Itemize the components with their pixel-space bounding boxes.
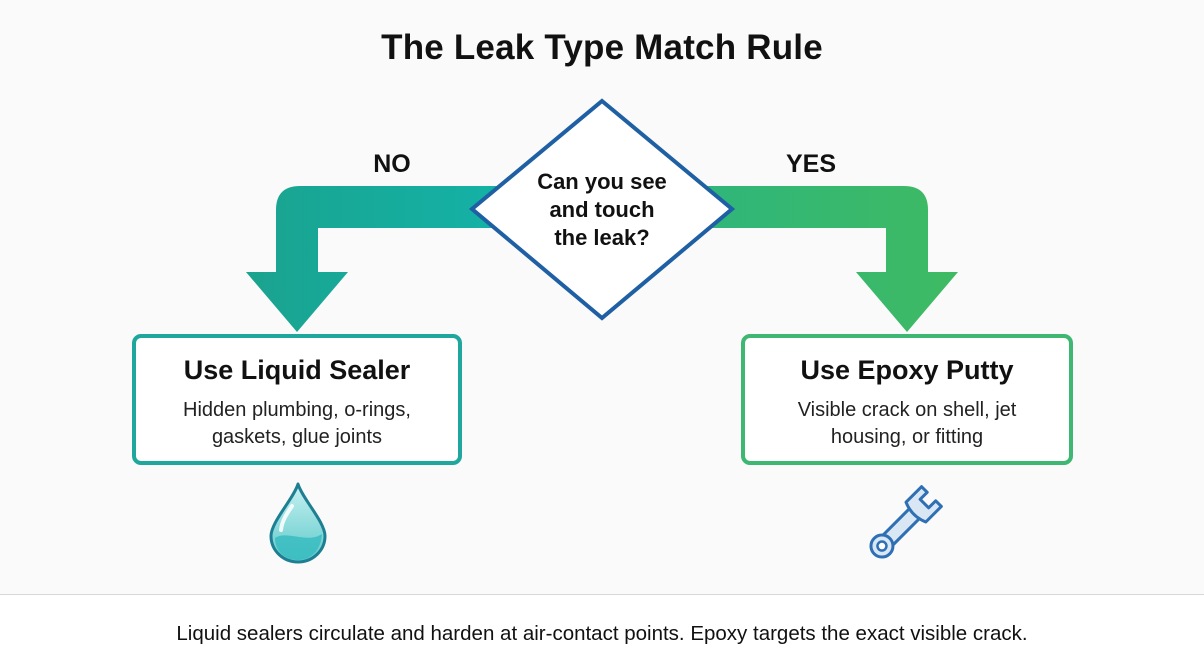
description-line: housing, or fitting xyxy=(830,426,984,448)
decision-diamond xyxy=(468,98,736,321)
water-drop-icon xyxy=(269,482,327,564)
page-title: The Leak Type Match Rule xyxy=(381,28,823,67)
epoxy-putty-box: Use Epoxy Putty Visible crack on shell, … xyxy=(741,334,1073,465)
epoxy-putty-title: Use Epoxy Putty xyxy=(800,355,1014,385)
wrench-icon xyxy=(869,485,943,559)
description-line: Hidden plumbing, o-rings, xyxy=(183,399,411,421)
question-line: the leak? xyxy=(554,225,650,250)
epoxy-putty-description: Visible crack on shell, jet housing, or … xyxy=(745,397,1069,451)
description-line: gaskets, glue joints xyxy=(211,426,383,448)
liquid-sealer-description: Hidden plumbing, o-rings, gaskets, glue … xyxy=(136,397,458,451)
footer-note: Liquid sealers circulate and harden at a… xyxy=(176,622,1028,645)
no-label: NO xyxy=(373,150,411,178)
flowchart-graphics xyxy=(246,98,958,332)
yes-branch-arrow xyxy=(704,186,958,332)
liquid-sealer-title: Use Liquid Sealer xyxy=(183,355,411,385)
footer-divider xyxy=(0,594,1204,595)
decision-question: Can you see and touch the leak? xyxy=(502,168,702,252)
liquid-sealer-box: Use Liquid Sealer Hidden plumbing, o-rin… xyxy=(132,334,462,465)
question-line: and touch xyxy=(549,197,655,222)
no-branch-arrow xyxy=(246,186,500,332)
question-line: Can you see xyxy=(537,169,667,194)
description-line: Visible crack on shell, jet xyxy=(797,399,1017,421)
yes-label: YES xyxy=(785,150,837,178)
